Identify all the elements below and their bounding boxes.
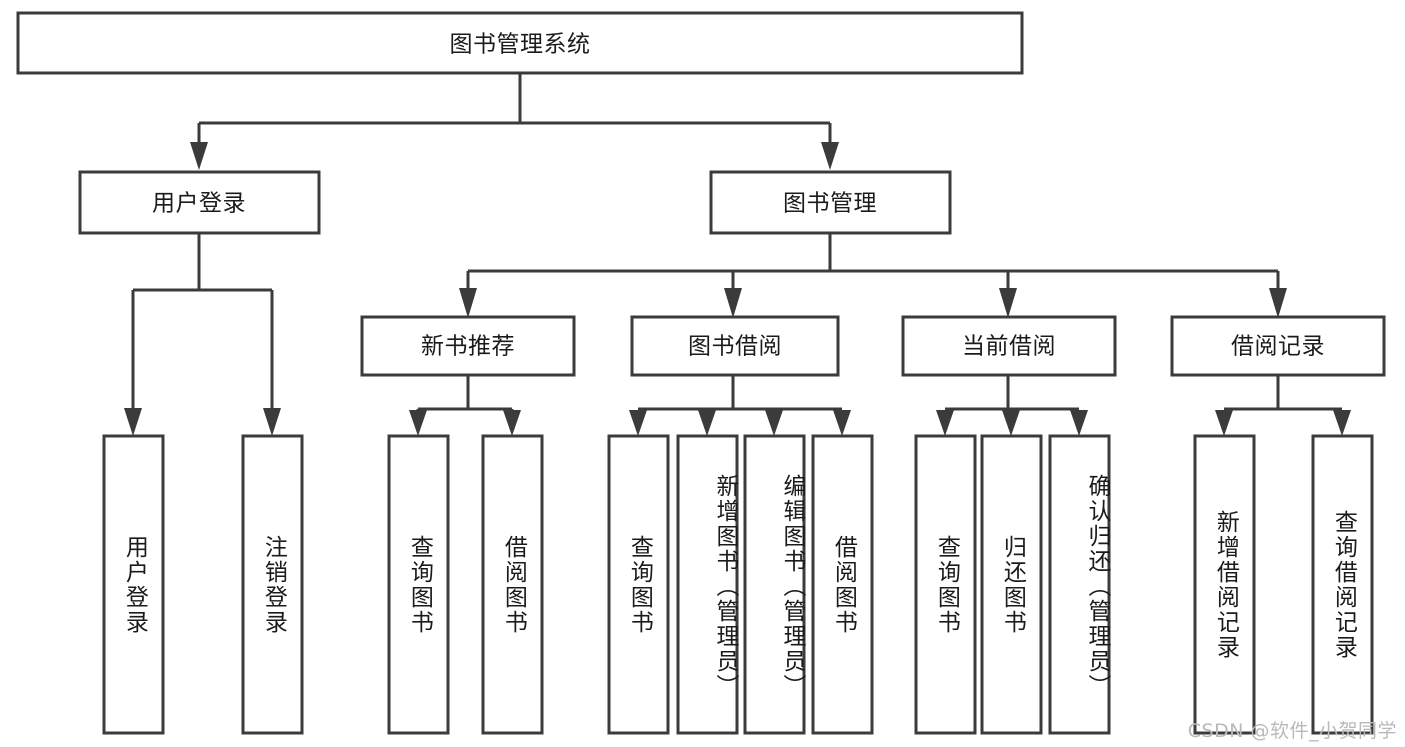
node-book-borrow[interactable]: 图书借阅: [630, 315, 840, 377]
arrowhead-records-leaf-2: [1333, 410, 1351, 436]
node-box-leaf-user-login[interactable]: [102, 434, 165, 735]
node-box-book-borrow[interactable]: [630, 315, 840, 377]
arrowhead-current-leaf-3: [1070, 410, 1088, 436]
leaf-boxes: [102, 434, 1374, 735]
connector-group-current: [936, 375, 1088, 436]
node-box-book-management[interactable]: [709, 170, 952, 235]
connector-group-borrow: [629, 375, 851, 436]
node-box-leaf-query-books-borrow[interactable]: [607, 434, 670, 735]
node-borrow-records[interactable]: 借阅记录: [1170, 315, 1386, 377]
node-label-book-management: 图书管理: [783, 191, 877, 217]
node-box-leaf-return-book[interactable]: [980, 434, 1043, 735]
node-label-new-book-recommend: 新书推荐: [421, 334, 515, 360]
node-label-book-borrow: 图书借阅: [688, 334, 782, 360]
arrowhead-borrow-leaf-1: [629, 410, 647, 436]
node-new-book-recommend[interactable]: 新书推荐: [360, 315, 576, 377]
node-box-leaf-borrow-books-rec[interactable]: [481, 434, 544, 735]
node-label-borrow-records: 借阅记录: [1231, 334, 1325, 360]
node-box-leaf-confirm-return-admin[interactable]: [1048, 434, 1111, 735]
arrowhead-newbook-leaf-1: [409, 410, 427, 436]
node-box-borrow-records[interactable]: [1170, 315, 1386, 377]
node-box-root[interactable]: [16, 11, 1024, 75]
arrowhead-records: [1269, 288, 1287, 318]
node-label-root: 图书管理系统: [450, 32, 591, 58]
connector-group-root: [190, 73, 839, 170]
node-box-leaf-add-book-admin[interactable]: [676, 434, 739, 735]
node-current-borrow[interactable]: 当前借阅: [901, 315, 1117, 377]
arrowhead-to-bookmgmt: [821, 142, 839, 170]
csdn-watermark: CSDN @软件_小贺同学: [1187, 720, 1397, 742]
node-box-leaf-query-books-rec[interactable]: [387, 434, 450, 735]
arrowhead-records-leaf-1: [1215, 410, 1233, 436]
node-box-new-book-recommend[interactable]: [360, 315, 576, 377]
connector-group-login: [124, 233, 281, 436]
connector-group-bookmgmt: [459, 233, 1287, 318]
node-label-current-borrow: 当前借阅: [962, 334, 1056, 360]
connector-group-newbook: [409, 375, 521, 436]
arrowhead-current-leaf-2: [1002, 410, 1020, 436]
arrowhead-newbook: [459, 288, 477, 318]
node-box-leaf-query-record[interactable]: [1311, 434, 1374, 735]
node-box-leaf-logout[interactable]: [241, 434, 304, 735]
arrowhead-login-leaf-2: [263, 408, 281, 436]
node-box-current-borrow[interactable]: [901, 315, 1117, 377]
node-box-leaf-add-record[interactable]: [1193, 434, 1256, 735]
node-box-user-login[interactable]: [78, 170, 321, 235]
arrowhead-to-login: [190, 142, 208, 170]
arrowhead-borrow: [724, 288, 742, 318]
arrowhead-current: [999, 288, 1017, 318]
node-root[interactable]: 图书管理系统: [16, 11, 1024, 75]
node-label-user-login: 用户登录: [152, 191, 246, 217]
node-box-leaf-edit-book-admin[interactable]: [743, 434, 806, 735]
arrowhead-borrow-leaf-4: [833, 410, 851, 436]
arrowhead-current-leaf-1: [936, 410, 954, 436]
node-box-leaf-query-books-current[interactable]: [914, 434, 977, 735]
arrowhead-borrow-leaf-2: [698, 410, 716, 436]
arrowhead-borrow-leaf-3: [765, 410, 783, 436]
arrowhead-login-leaf-1: [124, 408, 142, 436]
arrowhead-newbook-leaf-2: [503, 410, 521, 436]
node-box-leaf-borrow-book[interactable]: [811, 434, 874, 735]
connector-group-records: [1215, 375, 1351, 436]
node-user-login[interactable]: 用户登录: [78, 170, 321, 235]
node-book-management[interactable]: 图书管理: [709, 170, 952, 235]
